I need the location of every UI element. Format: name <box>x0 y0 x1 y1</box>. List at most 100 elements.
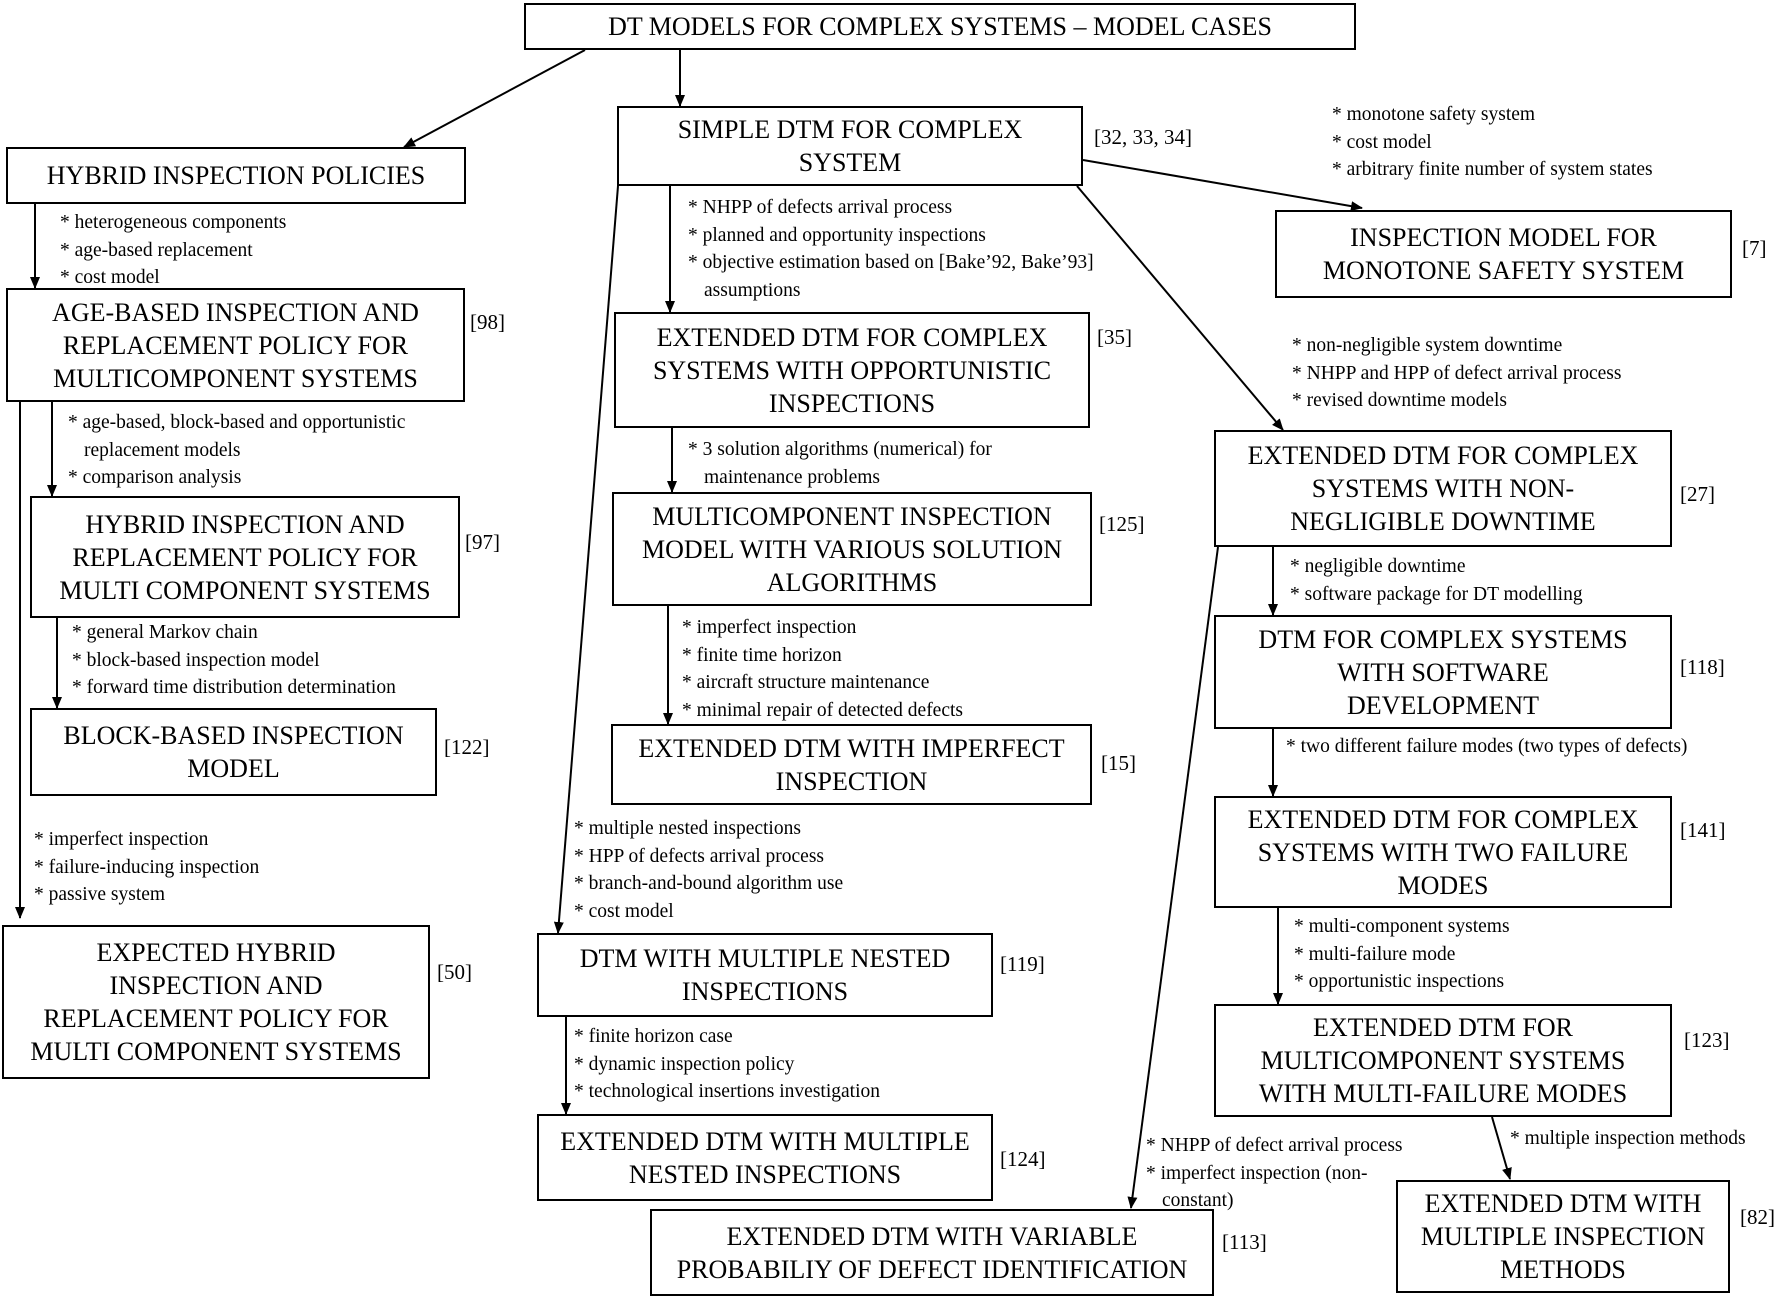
ref-dtm-nested: [119] <box>1000 952 1045 976</box>
note-item: * cost model <box>1332 131 1432 153</box>
note-item: * NHPP and HPP of defect arrival process <box>1292 362 1622 384</box>
node-block-based: BLOCK-BASED INSPECTION MODEL <box>30 708 437 796</box>
edge-multi-failure-to-multiple-methods <box>1491 1116 1512 1180</box>
note-item: * imperfect inspection <box>682 617 857 638</box>
notes-expected: * imperfect inspection * failure-inducin… <box>34 826 259 909</box>
note-item: * opportunistic inspections <box>1294 971 1505 992</box>
note-item: * minimal repair of detected defects <box>682 699 963 721</box>
note-item: * 3 solution algorithms (numerical) for … <box>688 439 992 488</box>
notes-simple-dtm: * NHPP of defects arrival process * plan… <box>688 194 1098 304</box>
notes-hybrid-policies: * heterogeneous components * age-based r… <box>60 209 286 292</box>
note-item: * imperfect inspection <box>34 829 209 850</box>
notes-algorithms: * imperfect inspection * finite time hor… <box>682 614 963 724</box>
edge-simple-dtm-to-monotone <box>1082 159 1363 212</box>
node-extended-variable: EXTENDED DTM WITH VARIABLE PROBABILIY OF… <box>650 1209 1214 1296</box>
notes-multiple-methods: * multiple inspection methods <box>1510 1125 1746 1153</box>
notes-monotone: * monotone safety system * cost model * … <box>1332 101 1653 184</box>
ref-extended-imperfect: [15] <box>1101 751 1136 775</box>
ref-extended-downtime: [27] <box>1680 482 1715 506</box>
notes-software: * negligible downtime * software package… <box>1290 553 1583 608</box>
ref-extended-multiple-methods: [82] <box>1740 1205 1775 1229</box>
note-item: * multi-component systems <box>1294 916 1510 937</box>
note-item: * forward time distribution determinatio… <box>72 677 396 698</box>
edge-title-to-hybrid-policies <box>403 49 586 148</box>
note-item: * multi-failure mode <box>1294 943 1456 965</box>
note-item: * finite horizon case <box>574 1026 733 1047</box>
note-item: * arbitrary finite number of system stat… <box>1332 159 1653 180</box>
note-item: * cost model <box>574 900 674 922</box>
note-item: * multiple nested inspections <box>574 818 801 839</box>
node-extended-downtime: EXTENDED DTM FOR COMPLEX SYSTEMS WITH NO… <box>1214 430 1672 547</box>
node-extended-imperfect: EXTENDED DTM WITH IMPERFECT INSPECTION <box>611 724 1092 805</box>
notes-two-failure: * two different failure modes (two types… <box>1286 733 1710 761</box>
node-extended-multiple-methods: EXTENDED DTM WITH MULTIPLE INSPECTION ME… <box>1396 1180 1730 1293</box>
notes-age-based: * age-based, block-based and opportunist… <box>68 409 468 492</box>
note-item: * planned and opportunity inspections <box>688 224 986 246</box>
notes-nested: * multiple nested inspections * HPP of d… <box>574 815 843 925</box>
node-extended-nested: EXTENDED DTM WITH MULTIPLE NESTED INSPEC… <box>537 1114 993 1201</box>
ref-hybrid-multi: [97] <box>465 530 500 554</box>
notes-extended-nested: * finite horizon case * dynamic inspecti… <box>574 1023 880 1106</box>
ref-extended-variable: [113] <box>1222 1230 1267 1254</box>
node-age-based: AGE-BASED INSPECTION AND REPLACEMENT POL… <box>6 288 465 402</box>
note-item: * block-based inspection model <box>72 649 320 671</box>
node-dtm-software: DTM FOR COMPLEX SYSTEMS WITH SOFTWARE DE… <box>1214 615 1672 729</box>
note-item: * branch-and-bound algorithm use <box>574 873 844 894</box>
note-item: * non-negligible system downtime <box>1292 335 1563 356</box>
note-item: * cost model <box>60 267 160 288</box>
notes-downtime: * non-negligible system downtime * NHPP … <box>1292 332 1621 415</box>
ref-dtm-software: [118] <box>1680 655 1725 679</box>
node-extended-two-failure: EXTENDED DTM FOR COMPLEX SYSTEMS WITH TW… <box>1214 796 1672 908</box>
note-item: * two different failure modes (two types… <box>1286 736 1688 757</box>
note-item: * software package for DT modelling <box>1290 583 1583 605</box>
note-item: * revised downtime models <box>1292 390 1508 411</box>
node-hybrid-inspection-policies: HYBRID INSPECTION POLICIES <box>6 147 466 204</box>
note-item: * passive system <box>34 884 166 905</box>
title-box: DT MODELS FOR COMPLEX SYSTEMS – MODEL CA… <box>524 3 1356 50</box>
ref-extended-multi-failure: [123] <box>1684 1028 1730 1052</box>
ref-expected-hybrid: [50] <box>437 960 472 984</box>
ref-inspection-monotone: [7] <box>1742 236 1767 260</box>
note-item: * monotone safety system <box>1332 104 1536 125</box>
note-item: * objective estimation based on [Bake’92… <box>688 252 1094 301</box>
ref-extended-nested: [124] <box>1000 1147 1046 1171</box>
notes-multi-failure: * multi-component systems * multi-failur… <box>1294 913 1510 996</box>
ref-multicomponent-algorithms: [125] <box>1099 512 1145 536</box>
ref-age-based: [98] <box>470 310 505 334</box>
note-item: * multiple inspection methods <box>1510 1128 1746 1149</box>
note-item: * technological insertions investigation <box>574 1081 880 1102</box>
note-item: * NHPP of defect arrival process <box>1146 1135 1403 1156</box>
note-item: * imperfect inspection (non-constant) <box>1146 1162 1368 1212</box>
note-item: * NHPP of defects arrival process <box>688 197 953 218</box>
ref-extended-two-failure: [141] <box>1680 818 1726 842</box>
note-item: * HPP of defects arrival process <box>574 845 824 867</box>
note-item: * age-based replacement <box>60 239 253 261</box>
node-dtm-nested: DTM WITH MULTIPLE NESTED INSPECTIONS <box>537 933 993 1017</box>
notes-opportunistic: * 3 solution algorithms (numerical) for … <box>688 436 1038 491</box>
note-item: * age-based, block-based and opportunist… <box>68 412 406 461</box>
note-item: * negligible downtime <box>1290 556 1466 577</box>
note-item: * general Markov chain <box>72 622 258 643</box>
node-multicomponent-algorithms: MULTICOMPONENT INSPECTION MODEL WITH VAR… <box>612 492 1092 606</box>
node-expected-hybrid: EXPECTED HYBRID INSPECTION AND REPLACEME… <box>2 925 430 1079</box>
ref-extended-opportunistic: [35] <box>1097 325 1132 349</box>
edge-downtime-to-variable <box>1127 546 1219 1209</box>
ref-simple-dtm: [32, 33, 34] <box>1094 125 1192 149</box>
node-simple-dtm: SIMPLE DTM FOR COMPLEX SYSTEM <box>617 106 1083 186</box>
note-item: * heterogeneous components <box>60 212 287 233</box>
edge-simple-dtm-to-downtime <box>1076 185 1284 431</box>
node-inspection-monotone: INSPECTION MODEL FOR MONOTONE SAFETY SYS… <box>1275 210 1732 298</box>
note-item: * aircraft structure maintenance <box>682 672 930 693</box>
node-hybrid-multi: HYBRID INSPECTION AND REPLACEMENT POLICY… <box>30 496 460 618</box>
note-item: * finite time horizon <box>682 644 842 666</box>
note-item: * failure-inducing inspection <box>34 856 260 878</box>
note-item: * dynamic inspection policy <box>574 1053 795 1075</box>
notes-variable: * NHPP of defect arrival process * imper… <box>1146 1132 1403 1215</box>
notes-hybrid-multi: * general Markov chain * block-based ins… <box>72 619 396 702</box>
ref-block-based: [122] <box>444 735 490 759</box>
edge-simple-dtm-to-nested <box>553 185 619 934</box>
node-extended-opportunistic: EXTENDED DTM FOR COMPLEX SYSTEMS WITH OP… <box>614 312 1090 428</box>
node-extended-multi-failure: EXTENDED DTM FOR MULTICOMPONENT SYSTEMS … <box>1214 1004 1672 1117</box>
